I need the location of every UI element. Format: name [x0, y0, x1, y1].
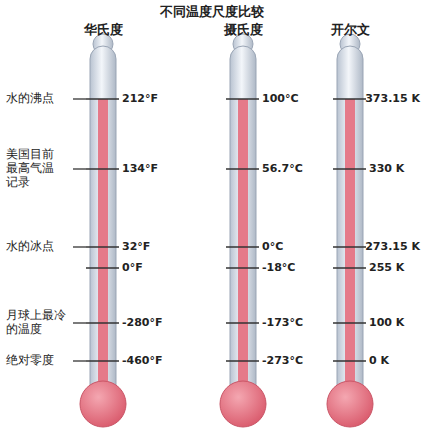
tick-line: [226, 246, 259, 247]
tick-line: [86, 360, 119, 361]
mercury-column: [345, 99, 355, 399]
row-label: 月球上最冷的温度: [6, 309, 68, 337]
thermometer-bulb: [80, 381, 126, 427]
temperature-value: -18°C: [262, 262, 295, 275]
tick-line: [86, 322, 119, 323]
temperature-value: 100°C: [262, 93, 299, 106]
mercury-column: [238, 99, 248, 399]
temperature-value: 212°F: [122, 93, 158, 106]
leader-line: [73, 322, 86, 323]
temperature-value: 330 K: [369, 163, 404, 176]
temperature-value: 255 K: [369, 262, 404, 275]
temperature-value: -173°C: [262, 317, 303, 330]
temperature-value: 0°C: [262, 241, 283, 254]
tick-line: [86, 98, 119, 99]
tick-line: [86, 246, 119, 247]
scale-header: 摄氏度: [224, 23, 263, 38]
leader-line: [73, 98, 86, 99]
leader-line: [73, 168, 86, 169]
tick-line: [333, 168, 366, 169]
thermometer-bulb: [327, 381, 373, 427]
leader-line: [73, 246, 86, 247]
tick-line: [333, 98, 366, 99]
scale-header: 开尔文: [331, 23, 370, 38]
tick-line: [226, 267, 259, 268]
temperature-value: 32°F: [122, 241, 150, 254]
leader-line: [73, 360, 86, 361]
tick-line: [86, 168, 119, 169]
row-label: 水的沸点: [6, 92, 72, 106]
temperature-value: 0°F: [122, 262, 143, 275]
tick-line: [333, 360, 366, 361]
temperature-value: 0 K: [369, 355, 389, 368]
temperature-value: 134°F: [122, 163, 158, 176]
temperature-value: -460°F: [122, 355, 163, 368]
tick-line: [226, 360, 259, 361]
row-label: 美国目前最高气温记录: [6, 148, 56, 189]
row-label: 水的冰点: [6, 240, 72, 254]
tick-line: [333, 322, 366, 323]
temperature-value: 56.7°C: [262, 163, 303, 176]
scale-header: 华氏度: [84, 23, 123, 38]
temperature-value: 273.15 K: [365, 241, 420, 254]
diagram-title: 不同温度尺度比较: [160, 5, 264, 20]
temperature-value: 373.15 K: [365, 93, 420, 106]
tick-line: [226, 168, 259, 169]
tick-line: [86, 267, 119, 268]
row-label: 绝对零度: [6, 354, 72, 368]
thermometer-bulb: [220, 381, 266, 427]
temperature-value: 100 K: [369, 317, 404, 330]
temperature-value: -273°C: [262, 355, 303, 368]
tick-line: [226, 322, 259, 323]
mercury-column: [98, 99, 108, 399]
tick-line: [333, 267, 366, 268]
temperature-value: -280°F: [122, 317, 163, 330]
tick-line: [226, 98, 259, 99]
tick-line: [333, 246, 366, 247]
